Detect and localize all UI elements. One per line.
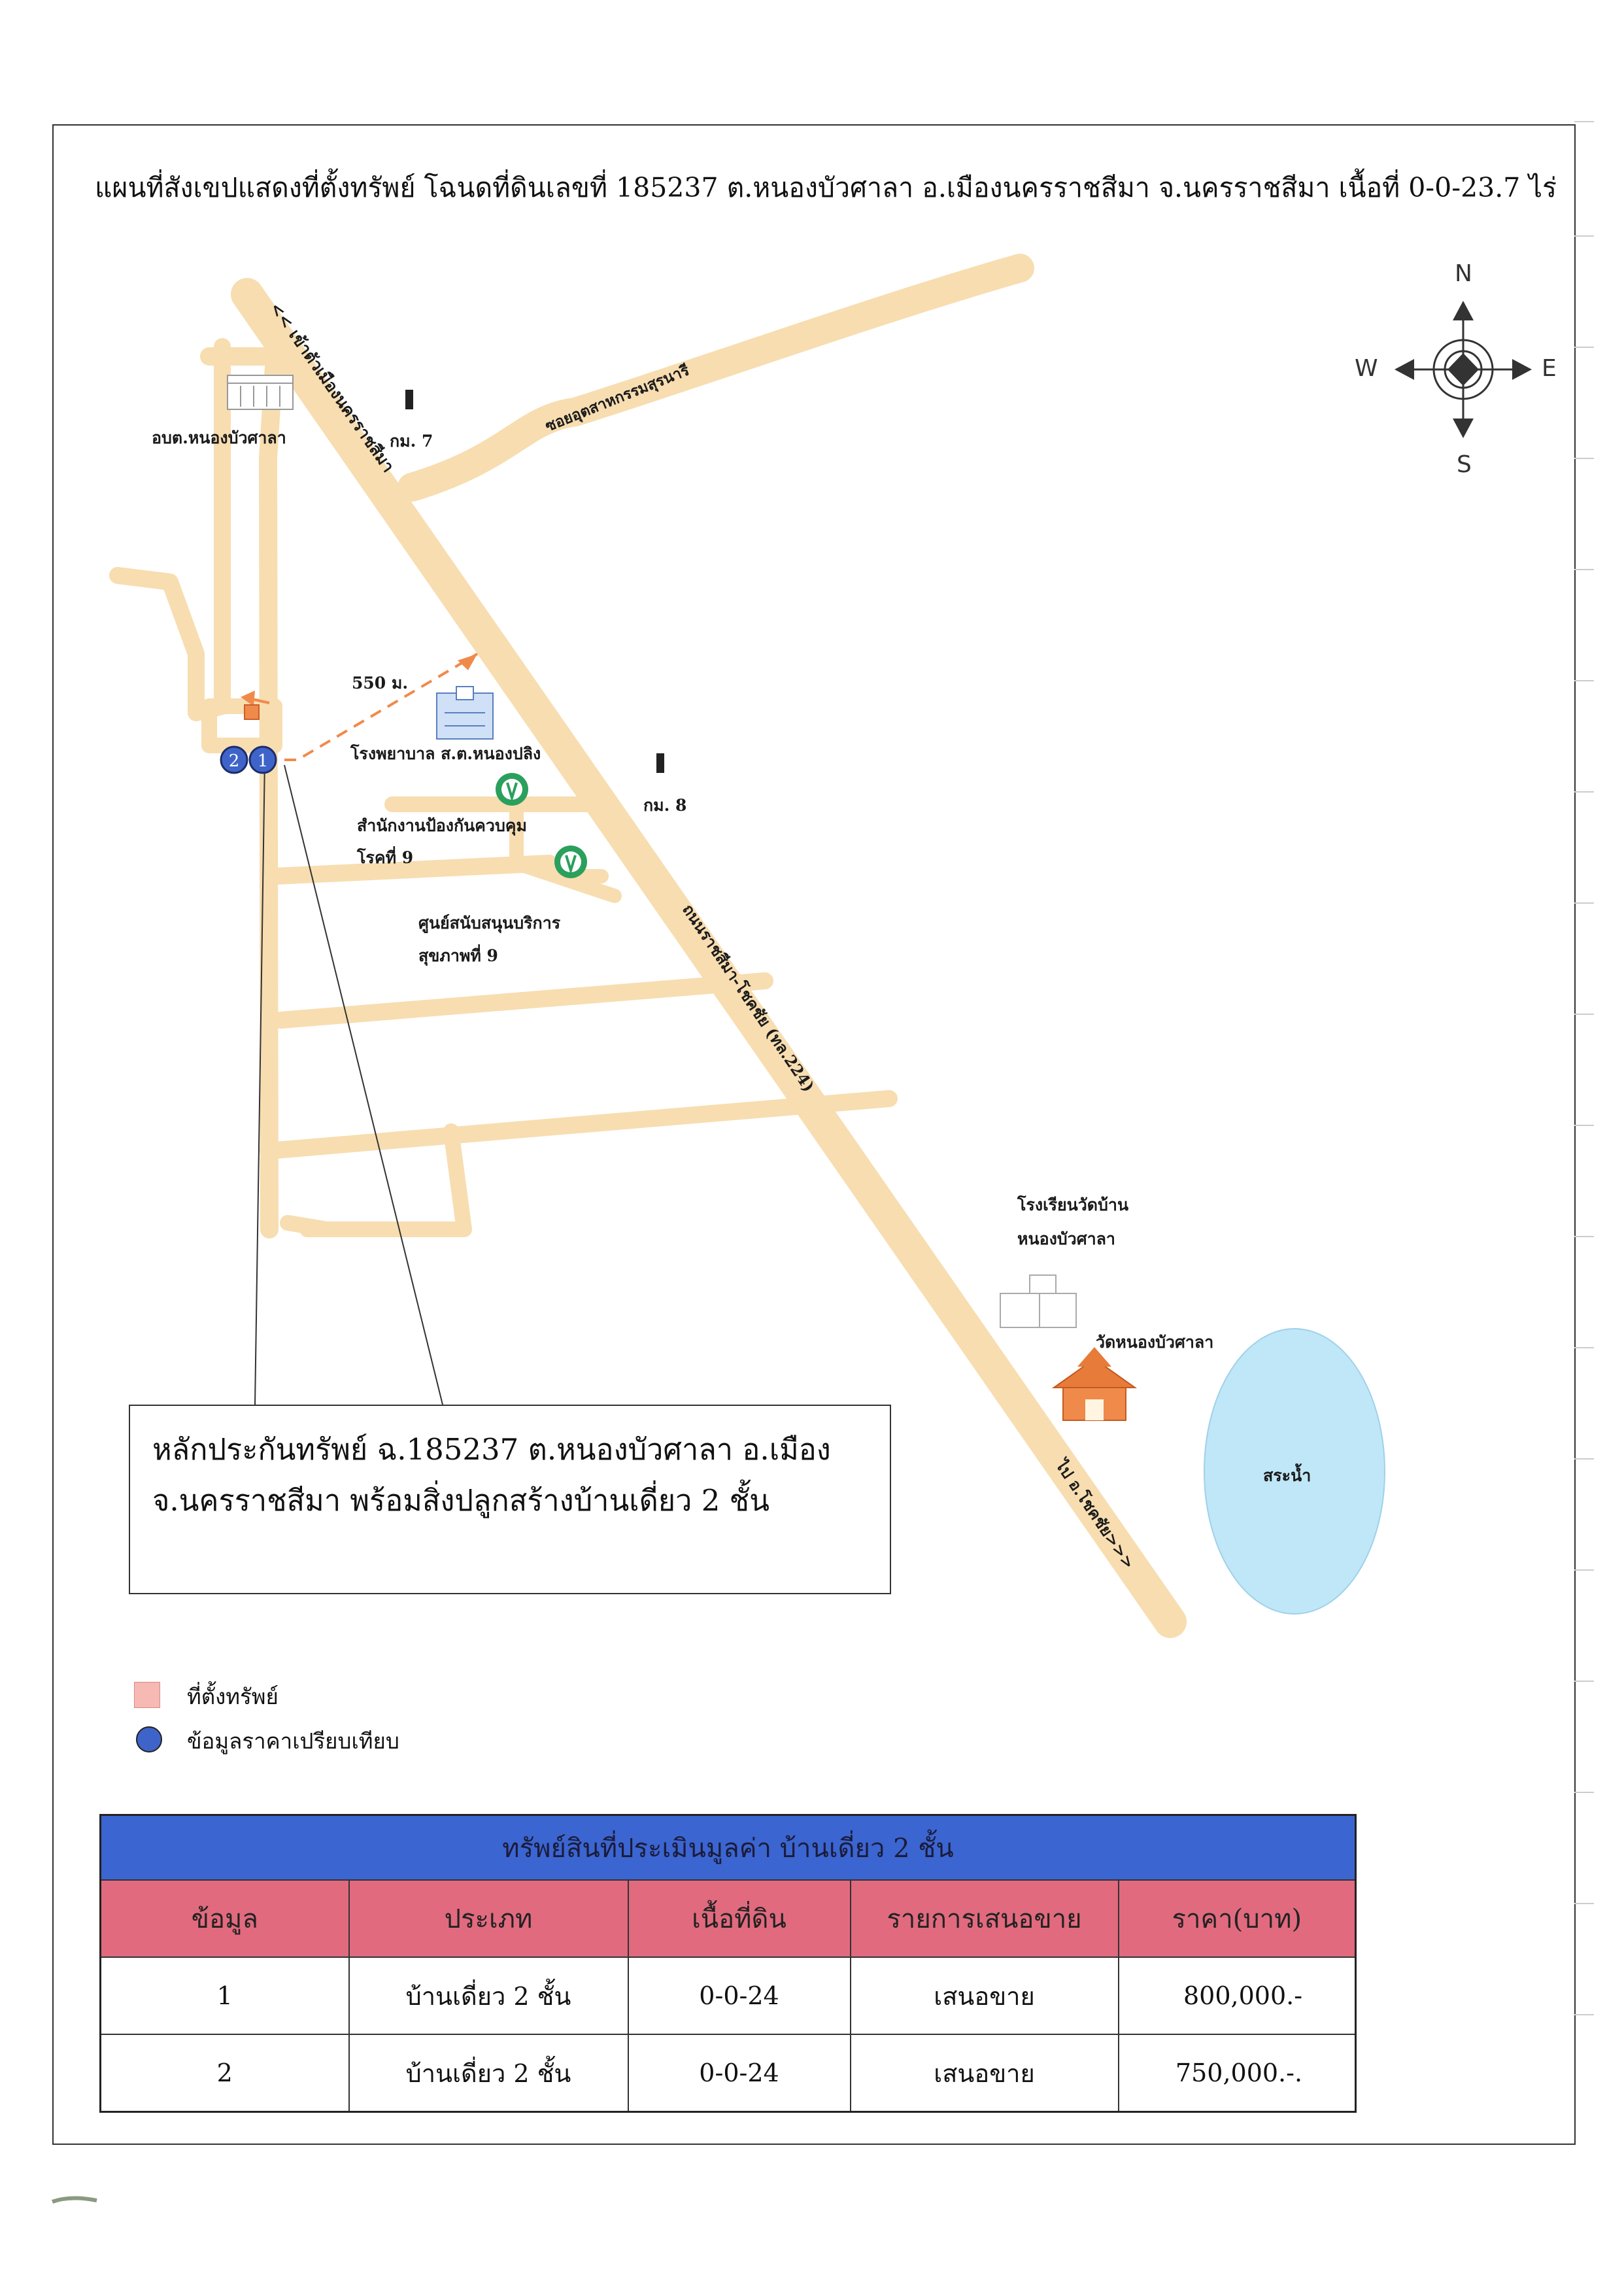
footer-smudge <box>51 2194 103 2211</box>
callout-line-2: จ.นครราชสีมา พร้อมสิ่งปลูกสร้างบ้านเดี่ย… <box>152 1483 770 1518</box>
price-table: ทรัพย์สินที่ประเมินมูลค่า บ้านเดี่ยว 2 ช… <box>99 1814 1357 2113</box>
pond-shape <box>1204 1328 1385 1615</box>
label-disease-office-2: โรคที่ 9 <box>357 848 414 867</box>
label-health-center-2: สุขภาพที่ 9 <box>418 946 498 965</box>
km-post-icon <box>405 390 413 409</box>
table-header: ประเภท <box>348 1879 629 1958</box>
callout-leader <box>254 758 265 1405</box>
label-km8: กม. 8 <box>643 796 687 815</box>
label-disease-office: สำนักงานป้องกันควบคุม <box>357 816 528 835</box>
road-local <box>260 1090 898 1159</box>
legend-property-label: ที่ตั้งทรัพย์ <box>187 1684 279 1709</box>
table-header: ราคา(บาท) <box>1117 1879 1357 1958</box>
road-local <box>299 1123 472 1237</box>
edge-tick <box>1574 1569 1594 1571</box>
table-cell: 0-0-24 <box>627 1957 851 2035</box>
table-header: รายการเสนอขาย <box>849 1879 1119 1958</box>
table-row: 1 บ้านเดี่ยว 2 ชั้น 0-0-24 เสนอขาย 800,0… <box>99 1957 1357 2035</box>
label-temple: วัดหนองบัวศาลา <box>1096 1333 1214 1352</box>
temple-icon <box>1051 1347 1138 1421</box>
edge-tick <box>1574 1792 1594 1793</box>
edge-tick <box>1574 1903 1594 1904</box>
label-distance: 550 ม. <box>352 674 409 692</box>
road-label-soi: ซอยอุตสาหกรรมสุรนารี <box>543 361 692 436</box>
edge-tick <box>1574 1681 1594 1682</box>
edge-tick <box>1574 1014 1594 1015</box>
road-local <box>509 784 622 903</box>
label-hospital: โรงพยาบาล ส.ต.หนองปลิง <box>350 744 541 763</box>
edge-tick <box>1574 1125 1594 1126</box>
table-cell: บ้านเดี่ยว 2 ชั้น <box>348 2034 629 2113</box>
arrow-head-icon <box>458 654 477 670</box>
edge-tick <box>1574 1236 1594 1237</box>
label-obt: อบต.หนองบัวศาลา <box>152 428 286 447</box>
label-school: โรงเรียนวัดบ้าน <box>1017 1195 1129 1214</box>
map-title: แผนที่สังเขปแสดงที่ตั้งทรัพย์ โฉนดที่ดิน… <box>95 172 1557 203</box>
road-local <box>273 972 773 1029</box>
legend-compare-swatch <box>136 1726 162 1752</box>
health-emblem-icon <box>496 773 528 806</box>
building-icon <box>227 375 294 410</box>
table-cell: เสนอขาย <box>849 1957 1119 2035</box>
edge-tick <box>1574 235 1594 237</box>
road-label-chokchai: ไป อ.โชคชัย>>> <box>1051 1455 1138 1573</box>
marker-label-1: 1 <box>258 751 269 771</box>
table-cell-price: 800,000.- <box>1117 1957 1357 2035</box>
edge-tick <box>1574 791 1594 793</box>
road-label-highway: ถนนราชสีมา-โชคชัย (ทล.224) <box>679 900 819 1095</box>
table-cell-price: 750,000.-. <box>1117 2034 1357 2113</box>
table-header: เนื้อที่ดิน <box>627 1879 851 1958</box>
edge-tick <box>1574 902 1594 904</box>
road-local <box>266 855 558 885</box>
collateral-callout: หลักประกันทรัพย์ ฉ.185237 ต.หนองบัวศาลา … <box>129 1405 891 1594</box>
edge-tick <box>1574 1347 1594 1348</box>
callout-leader <box>284 764 443 1405</box>
callout-line-1: หลักประกันทรัพย์ ฉ.185237 ต.หนองบัวศาลา … <box>152 1432 831 1467</box>
label-km7: กม. 7 <box>390 432 433 451</box>
road-highway-224 <box>231 278 1187 1638</box>
scan-smudge-icon <box>51 2196 97 2204</box>
legend-property-swatch <box>134 1682 160 1708</box>
legend-compare-label: ข้อมูลราคาเปรียบเทียบ <box>187 1728 399 1754</box>
label-health-center: ศูนย์สนับสนุนบริการ <box>418 914 561 932</box>
comparable-marker-2 <box>220 745 248 774</box>
km-post-icon <box>656 753 664 773</box>
arrow-head-icon <box>241 691 255 706</box>
edge-tick <box>1574 121 1594 122</box>
table-cell: 1 <box>99 1957 350 2035</box>
marker-label-2: 2 <box>229 751 240 771</box>
map-frame <box>52 124 1576 2145</box>
compass-s: S <box>1457 451 1472 478</box>
label-school-2: หนองบัวศาลา <box>1017 1229 1115 1248</box>
table-cell: บ้านเดี่ยว 2 ชั้น <box>348 1957 629 2035</box>
health-emblem-icon <box>554 846 587 878</box>
comparable-marker-1 <box>248 745 277 774</box>
property-marker <box>244 704 260 720</box>
road-soi-industrial <box>398 254 1034 502</box>
compass-e: E <box>1542 355 1557 382</box>
label-pond: สระน้ำ <box>1263 1466 1311 1485</box>
compass-arrows <box>1395 301 1532 438</box>
road-local <box>280 1215 335 1237</box>
table-title: ทรัพย์สินที่ประเมินมูลค่า บ้านเดี่ยว 2 ช… <box>99 1814 1357 1881</box>
table-cell: 2 <box>99 2034 350 2113</box>
compass-w: W <box>1355 355 1378 382</box>
road-local <box>109 567 231 721</box>
table-header: ข้อมูล <box>99 1879 350 1958</box>
hospital-icon <box>436 686 494 740</box>
edge-tick <box>1574 2014 1594 2015</box>
table-row: 2 บ้านเดี่ยว 2 ชั้น 0-0-24 เสนอขาย 750,0… <box>99 2034 1357 2113</box>
table-cell: 0-0-24 <box>627 2034 851 2113</box>
edge-tick <box>1574 1458 1594 1460</box>
edge-tick <box>1574 347 1594 348</box>
table-cell: เสนอขาย <box>849 2034 1119 2113</box>
edge-tick <box>1574 569 1594 570</box>
edge-tick <box>1574 680 1594 681</box>
edge-tick <box>1574 458 1594 459</box>
compass-n: N <box>1455 260 1472 287</box>
school-icon <box>1000 1274 1077 1328</box>
